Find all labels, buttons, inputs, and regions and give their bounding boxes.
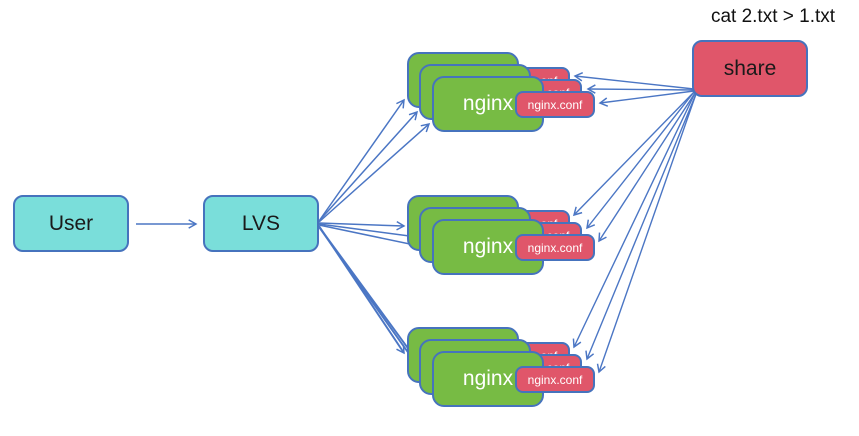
node-user: User	[13, 195, 129, 252]
edge-share-conf-top-3	[598, 90, 695, 107]
edge-lvs-nginx-mid-2	[318, 223, 419, 241]
nginx-box-front: nginx	[432, 219, 544, 275]
edge-lvs-nginx-top-2	[318, 110, 419, 222]
edge-lvs-nginx-top-1	[318, 98, 405, 222]
nginx-conf-front: nginx.conf	[515, 91, 595, 118]
edge-lvs-nginx-mid-1	[318, 220, 406, 231]
edge-share-conf-top-2	[586, 84, 695, 94]
node-lvs: LVS	[203, 195, 319, 252]
nginx-conf-front: nginx.conf	[515, 234, 595, 261]
edge-share-conf-top-1	[573, 72, 695, 90]
share-command-annotation: cat 2.txt > 1.txt	[710, 6, 836, 27]
edge-share-conf-mid-2	[586, 91, 695, 230]
node-share: share	[692, 40, 808, 97]
edge-share-conf-mid-1	[572, 91, 695, 217]
edge-share-conf-bot-1	[572, 92, 696, 349]
edge-lvs-nginx-top-3	[318, 123, 431, 223]
edge-share-conf-bot-3	[596, 93, 697, 374]
edge-share-conf-mid-3	[598, 92, 696, 243]
edge-share-conf-bot-2	[585, 93, 697, 361]
nginx-conf-front: nginx.conf	[515, 366, 595, 393]
